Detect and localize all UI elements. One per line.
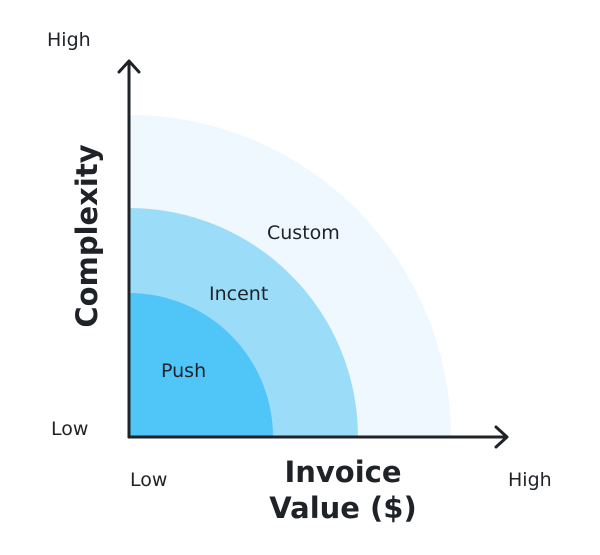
x-axis-title-line2: Value ($) [269,491,417,525]
x-axis-title-line1: Invoice [284,455,402,489]
y-axis-arrowhead [117,59,141,74]
zone-push-label: Push [161,360,207,382]
x-axis-arrowhead [494,425,509,449]
y-axis-title: Complexity [70,144,104,328]
x-axis-high-label: High [508,469,552,491]
y-axis-low-label: Low [51,418,89,440]
y-axis-high-label: High [47,29,91,51]
zone-push-area [129,293,273,437]
x-axis-low-label: Low [130,469,168,491]
zone-custom-label: Custom [267,222,340,244]
zone-incent-label: Incent [209,283,269,305]
